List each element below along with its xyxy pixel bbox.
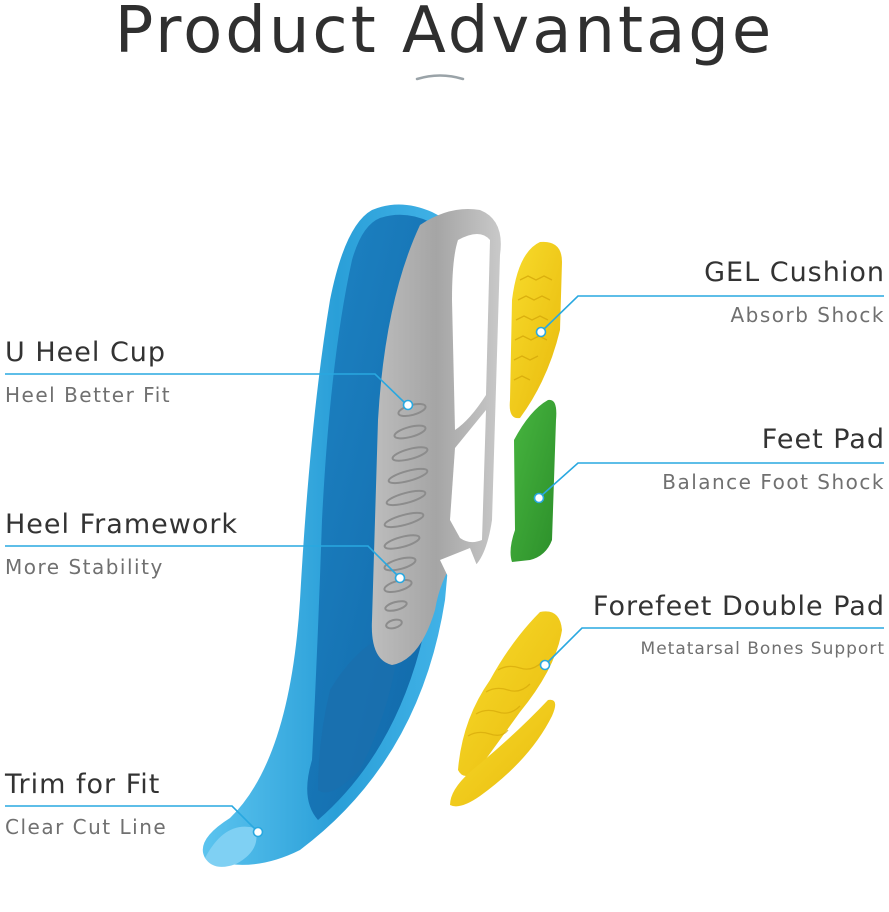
- feature-feet-pad: Feet Pad Balance Foot Shock: [662, 423, 885, 495]
- forefeet-double-pad: [450, 611, 562, 807]
- grey-heel-cup: [371, 209, 501, 665]
- feature-subtext: Clear Cut Line: [5, 815, 168, 839]
- feature-subtext: More Stability: [5, 555, 164, 579]
- page-title: Product Advantage: [114, 0, 775, 68]
- feature-heading: Heel Framework: [5, 509, 239, 540]
- gel-cushion-pad: [509, 241, 562, 419]
- feature-subtext: Metatarsal Bones Support: [640, 639, 885, 659]
- feature-heel-framework: Heel Framework More Stability: [5, 508, 238, 580]
- feature-heading: Forefeet Double Pad: [592, 591, 885, 622]
- feature-heading: Trim for Fit: [5, 769, 161, 800]
- feature-subtext: Absorb Shock: [730, 303, 885, 327]
- feature-heading: GEL Cushion: [704, 257, 885, 288]
- feet-pad: [510, 399, 557, 562]
- feature-subtext: Heel Better Fit: [5, 383, 172, 407]
- feature-trim-for-fit: Trim for Fit Clear Cut Line: [5, 768, 167, 840]
- feature-u-heel-cup: U Heel Cup Heel Better Fit: [5, 336, 171, 408]
- leader-lines: [5, 295, 884, 831]
- feature-gel-cushion: GEL Cushion Absorb Shock: [704, 256, 885, 328]
- feature-forefeet-double-pad: Forefeet Double Pad Metatarsal Bones Sup…: [593, 590, 885, 662]
- title-swoosh-decoration: [415, 74, 465, 81]
- feature-heading: Feet Pad: [761, 424, 885, 455]
- leader-dots: [252, 326, 551, 838]
- feature-subtext: Balance Foot Shock: [662, 470, 885, 494]
- feature-heading: U Heel Cup: [5, 337, 167, 368]
